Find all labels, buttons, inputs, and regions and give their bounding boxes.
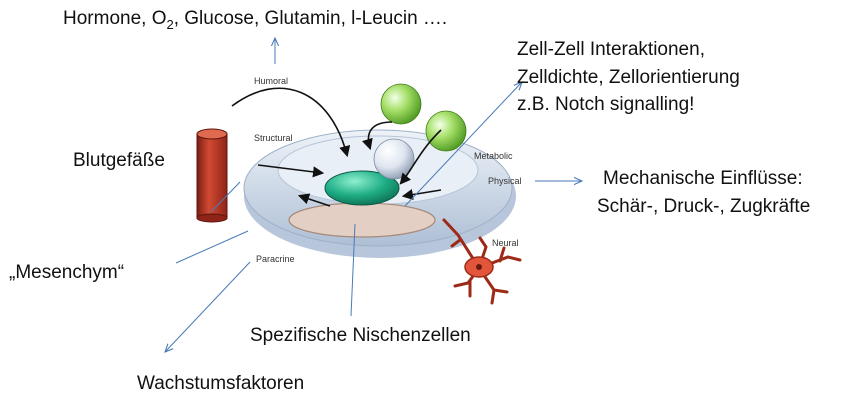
- label-humoral: Humoral: [254, 76, 288, 86]
- blood-vessel: [197, 129, 227, 222]
- blood-vessels-label: Blutgefäße: [73, 149, 165, 173]
- top-inputs-prefix: Hormone, O: [63, 8, 166, 29]
- niche-cells-label: Spezifische Nischenzellen: [250, 324, 471, 348]
- top-inputs-label: Hormone, O2, Glucose, Glutamin, l-Leucin…: [63, 7, 447, 37]
- label-neural: Neural: [492, 238, 519, 248]
- top-inputs-suffix: , Glucose, Glutamin, l-Leucin ….: [174, 8, 448, 29]
- cell-interactions-line-1: Zell-Zell Interaktionen,: [517, 38, 705, 62]
- niche-cell-shape: [289, 203, 435, 237]
- growth-factors-label: Wachstumsfaktoren: [137, 372, 304, 396]
- green-sphere-lower: [426, 111, 466, 151]
- mechanical-line-2: Schär-, Druck-, Zugkräfte: [597, 195, 810, 219]
- label-physical: Physical: [488, 176, 522, 186]
- cell-interactions-line-3: z.B. Notch signalling!: [517, 93, 694, 117]
- label-metabolic: Metabolic: [474, 151, 513, 161]
- mesenchyme-label: „Mesenchym“: [9, 261, 124, 285]
- green-sphere-upper: [381, 84, 421, 124]
- label-paracrine: Paracrine: [256, 254, 295, 264]
- top-inputs-subscript: 2: [166, 17, 173, 32]
- cell-interactions-line-2: Zelldichte, Zellorientierung: [517, 66, 740, 90]
- mechanical-line-1: Mechanische Einflüsse:: [603, 167, 803, 191]
- label-structural: Structural: [254, 133, 293, 143]
